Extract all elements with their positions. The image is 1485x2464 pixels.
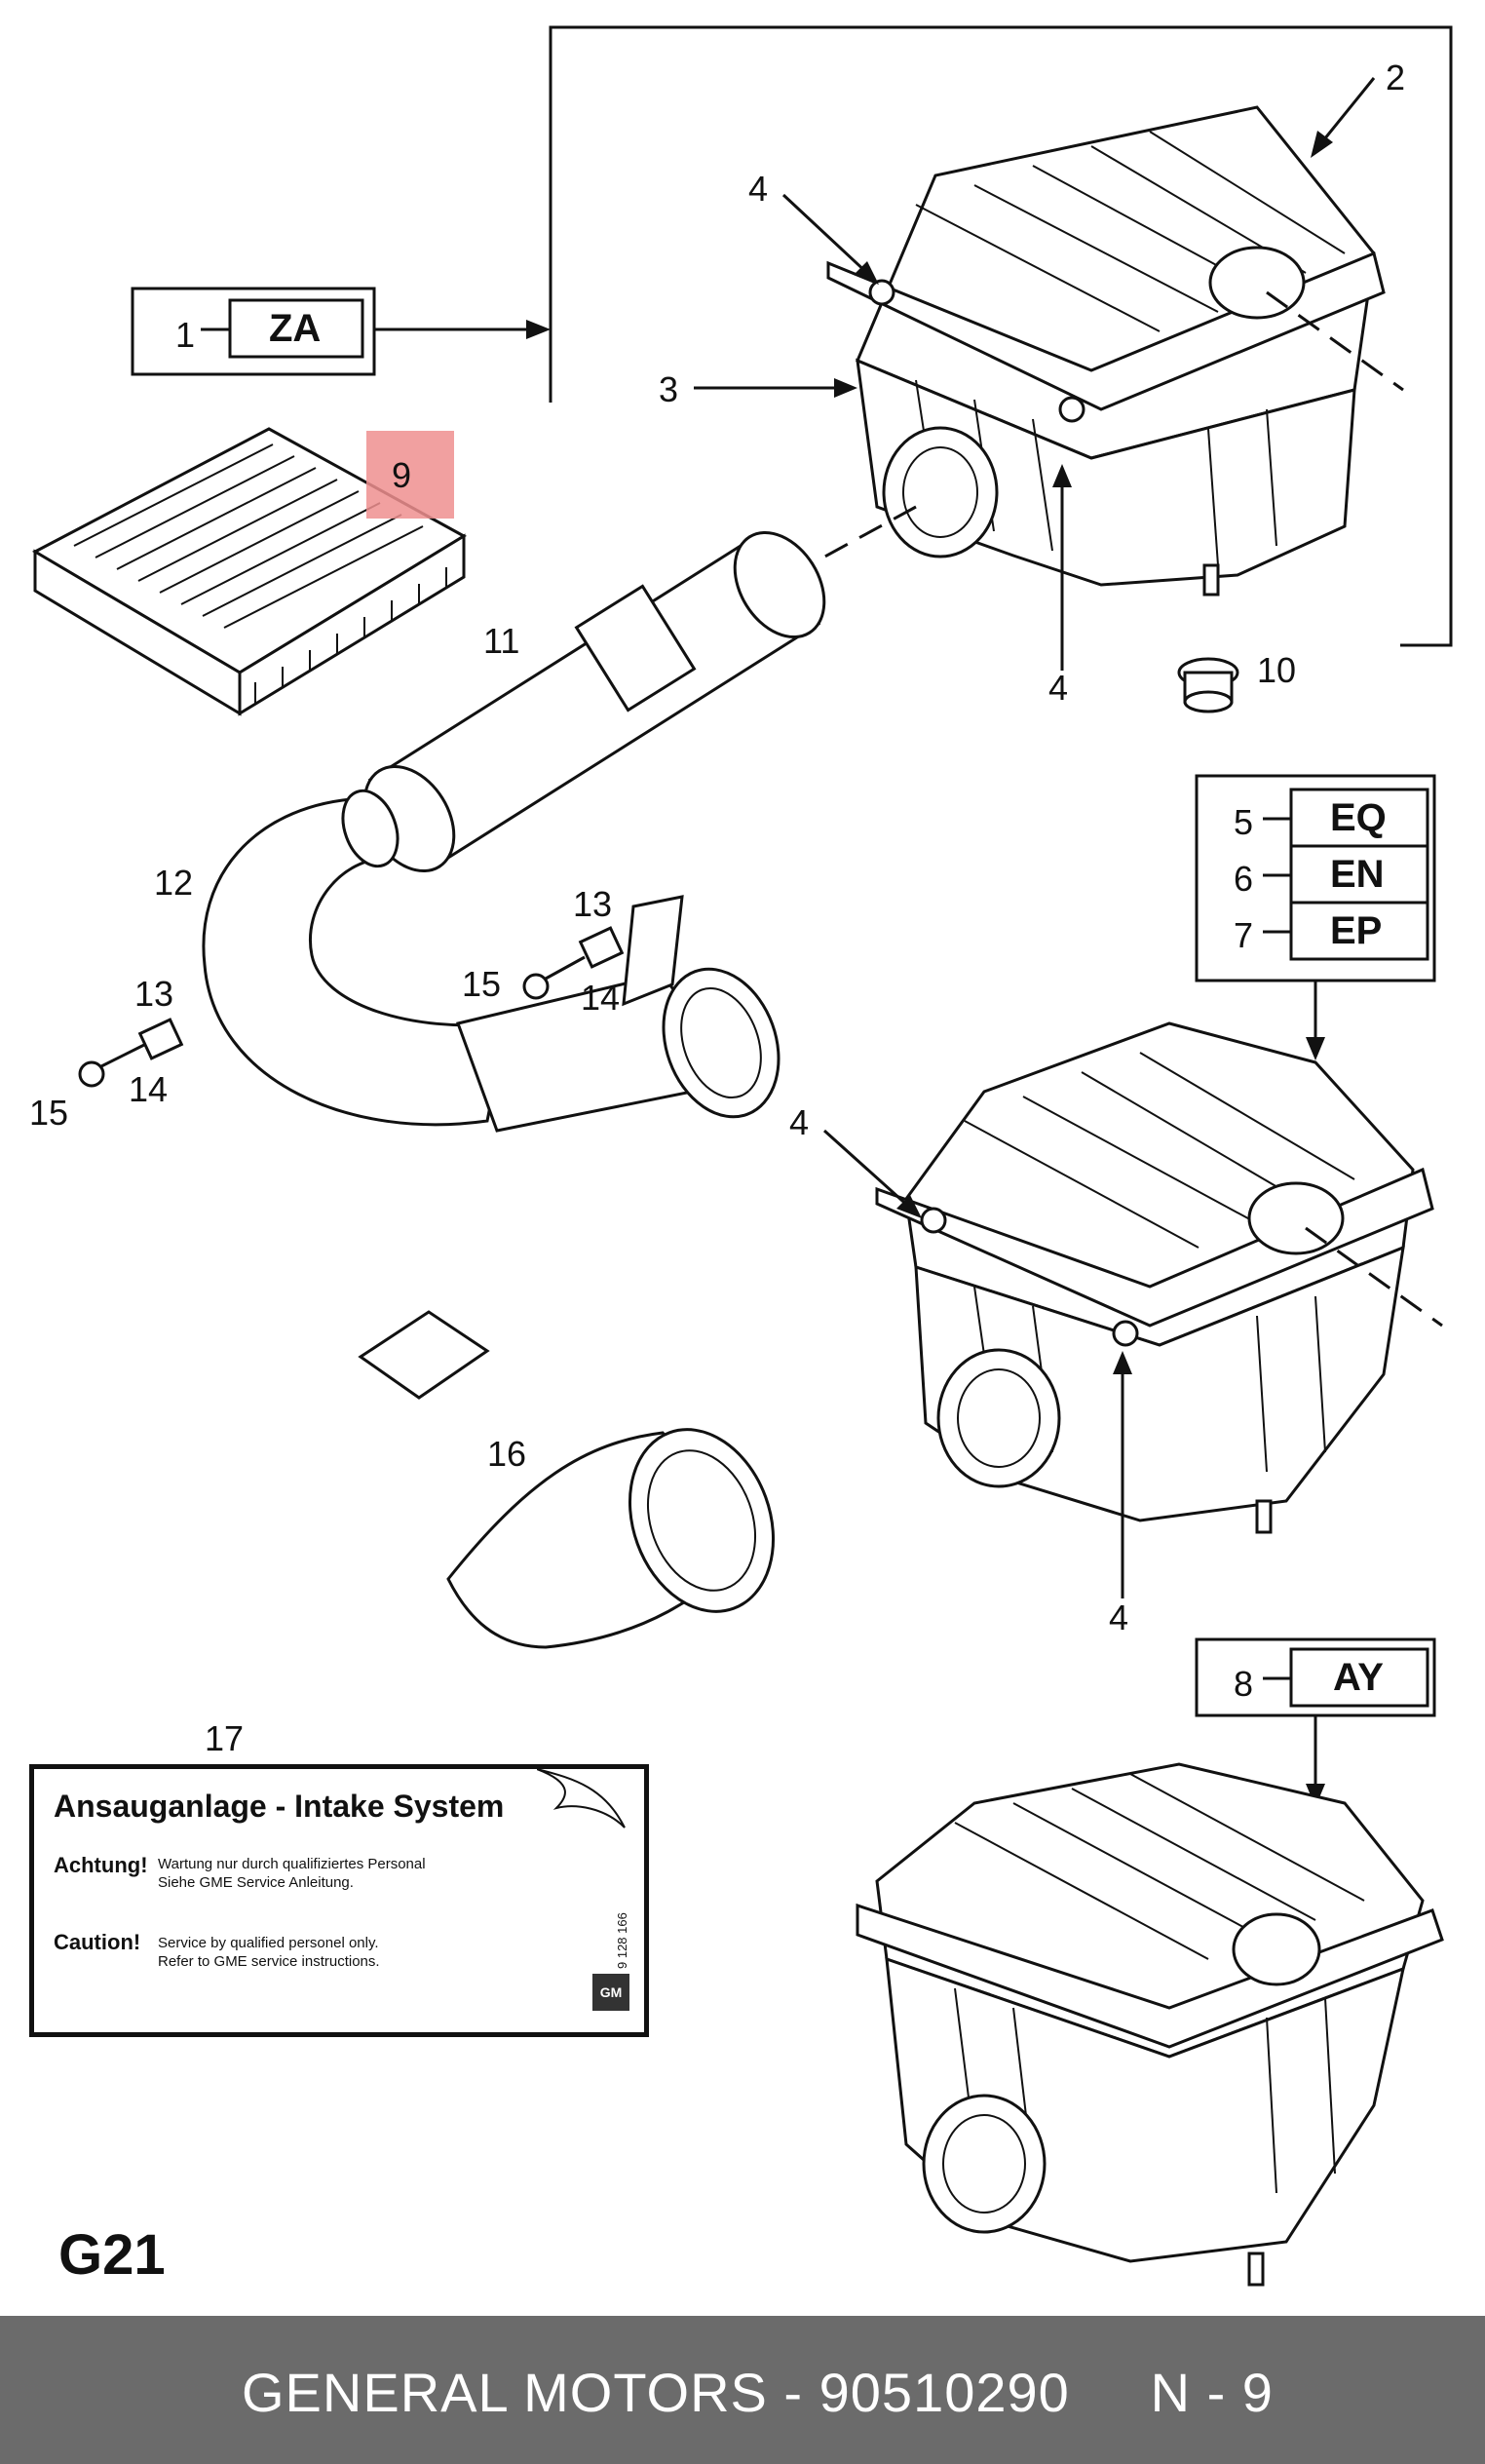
callout-14a: 14 (129, 1069, 168, 1109)
callout-14b: 14 (581, 978, 620, 1018)
label-achtung-heading: Achtung! (54, 1853, 148, 1877)
air-cleaner-housing-top (826, 105, 1386, 597)
callout-3: 3 (659, 369, 678, 409)
label-title: Ansauganlage - Intake System (54, 1789, 505, 1824)
code-ay: AY (1333, 1656, 1384, 1699)
label-achtung-line2: Siehe GME Service Anleitung. (158, 1874, 354, 1891)
label-curl-decoration (537, 1769, 626, 1829)
screw-set-right (522, 926, 625, 1000)
callout-16: 16 (487, 1434, 526, 1474)
footer-text: GENERAL MOTORS - 90510290 N - 9 (242, 2362, 1274, 2423)
elbow-connector-part-14 (456, 895, 781, 1133)
callout-5: 5 (1234, 802, 1253, 842)
callout-8: 8 (1234, 1664, 1253, 1704)
adapter-part-16 (446, 1428, 776, 1649)
callout-15a: 15 (29, 1093, 68, 1133)
exploded-parts-diagram: 1 ZA 9 (29, 25, 1453, 2287)
warning-label-part-17: Ansauganlage - Intake System Achtung! Wa… (29, 1764, 649, 2037)
footer-bar: GENERAL MOTORS - 90510290 N - 9 (0, 2316, 1485, 2464)
code-box-8 (1195, 1637, 1436, 1717)
callout-6: 6 (1234, 859, 1253, 899)
screw-set-left (78, 1018, 184, 1088)
callout-4a: 4 (748, 169, 768, 209)
code-za: ZA (269, 307, 321, 350)
code-box-5-7 (1195, 774, 1436, 982)
clip-part (358, 1310, 490, 1400)
air-filter-element (31, 427, 467, 716)
sheet-id: G21 (58, 2223, 166, 2287)
callout-17: 17 (205, 1718, 244, 1758)
label-part-code: 9 128 166 (615, 1912, 629, 1969)
code-ep: EP (1330, 909, 1382, 952)
callout-13a: 13 (134, 974, 173, 1014)
highlight-part-9 (366, 431, 454, 519)
callout-9: 9 (392, 455, 411, 495)
code-en: EN (1330, 853, 1385, 896)
callout-15b: 15 (462, 964, 501, 1004)
label-caution-heading: Caution! (54, 1930, 141, 1954)
code-eq: EQ (1330, 796, 1387, 839)
callout-2: 2 (1386, 58, 1405, 97)
grommet-part-10 (1177, 657, 1239, 713)
label-achtung-line1: Wartung nur durch qualifiziertes Persona… (158, 1856, 426, 1872)
assembly-bracket (549, 25, 1453, 647)
label-caution-line2: Refer to GME service instructions. (158, 1953, 380, 1970)
gm-logo: GM (592, 1974, 629, 2011)
air-cleaner-housing-middle (875, 1021, 1434, 1534)
air-cleaner-housing-bottom (856, 1762, 1444, 2287)
callout-12: 12 (154, 863, 193, 903)
callout-13b: 13 (573, 884, 612, 924)
callout-1: 1 (175, 315, 195, 355)
callout-4c: 4 (789, 1102, 809, 1142)
intake-hose-part-12 (202, 789, 509, 1127)
callout-7: 7 (1234, 915, 1253, 955)
callout-4d: 4 (1109, 1598, 1128, 1637)
label-caution-line1: Service by qualified personel only. (158, 1935, 379, 1951)
callout-4b: 4 (1048, 668, 1068, 708)
callout-11: 11 (483, 621, 519, 661)
callout-10: 10 (1257, 650, 1296, 690)
code-box-1 (131, 287, 376, 376)
